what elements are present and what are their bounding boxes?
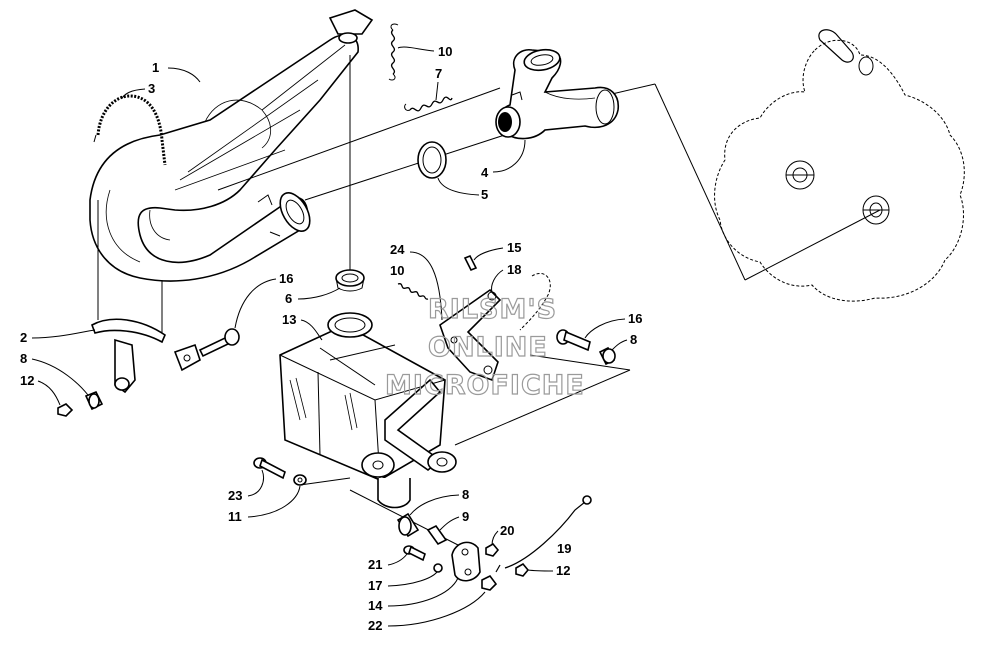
callout-24: 24 <box>390 242 443 321</box>
svg-text:11: 11 <box>228 509 242 524</box>
svg-text:10: 10 <box>390 263 404 278</box>
callout-5: 5 <box>437 177 488 202</box>
callout-6: 6 <box>285 287 341 306</box>
svg-text:24: 24 <box>390 242 405 257</box>
svg-text:MICROFICHE: MICROFICHE <box>385 370 585 401</box>
watermark: RILSM'S ONLINE MICROFICHE <box>384 293 585 401</box>
washer-17-part <box>433 563 443 573</box>
callout-12-right: 12 <box>527 563 570 578</box>
svg-text:8: 8 <box>462 487 469 502</box>
bolt-15-part <box>463 254 478 272</box>
callout-17: 17 <box>368 571 438 593</box>
callout-10-lower: 10 <box>390 263 404 278</box>
svg-text:15: 15 <box>507 240 521 255</box>
callout-16-left: 16 <box>234 271 293 329</box>
svg-text:23: 23 <box>228 488 242 503</box>
engine-port-upper <box>785 160 815 190</box>
callout-13: 13 <box>282 312 323 341</box>
svg-text:12: 12 <box>556 563 570 578</box>
washer-11-part <box>293 474 307 486</box>
svg-text:2: 2 <box>20 330 27 345</box>
nut-22-part <box>481 574 498 591</box>
callout-4: 4 <box>481 139 526 180</box>
callout-15: 15 <box>473 240 521 261</box>
svg-text:8: 8 <box>20 351 27 366</box>
svg-text:14: 14 <box>368 598 383 613</box>
svg-text:ONLINE: ONLINE <box>428 332 548 363</box>
callout-23: 23 <box>228 469 264 503</box>
callout-11: 11 <box>228 485 301 524</box>
svg-text:6: 6 <box>285 291 292 306</box>
svg-text:13: 13 <box>282 312 296 327</box>
svg-text:10: 10 <box>438 44 452 59</box>
svg-text:4: 4 <box>481 165 489 180</box>
svg-text:RILSM'S: RILSM'S <box>428 294 557 325</box>
svg-text:9: 9 <box>462 509 469 524</box>
plate-14-part <box>451 541 481 582</box>
bolt-right-part <box>556 329 591 352</box>
svg-text:12: 12 <box>20 373 34 388</box>
mount-bracket-left-part <box>91 318 201 394</box>
svg-text:16: 16 <box>279 271 293 286</box>
svg-text:16: 16 <box>628 311 642 326</box>
spring-middle-part <box>404 96 453 112</box>
svg-text:5: 5 <box>481 187 488 202</box>
callout-19: 19 <box>557 541 571 556</box>
svg-text:18: 18 <box>507 262 521 277</box>
engine-port-lower <box>862 195 890 225</box>
svg-text:21: 21 <box>368 557 382 572</box>
spring-wrap-part <box>93 94 167 166</box>
cable-19-part <box>495 495 592 573</box>
callout-1: 1 <box>152 60 201 83</box>
svg-text:7: 7 <box>435 66 442 81</box>
bolt-21-part <box>403 545 426 562</box>
svg-text:3: 3 <box>148 81 155 96</box>
svg-text:8: 8 <box>630 332 637 347</box>
callout-9: 9 <box>439 509 469 531</box>
callout-7: 7 <box>435 66 442 101</box>
nut-12-right-part <box>515 562 530 577</box>
callout-8-lower: 8 <box>409 487 469 516</box>
callout-21: 21 <box>368 553 408 572</box>
callout-18: 18 <box>491 262 521 293</box>
spring-lower-part <box>397 283 429 300</box>
callout-10-upper: 10 <box>397 44 452 59</box>
callout-22: 22 <box>368 591 486 633</box>
callout-14: 14 <box>368 577 459 613</box>
callout-20: 20 <box>491 523 514 546</box>
grommet-part <box>335 269 365 292</box>
svg-text:1: 1 <box>152 60 159 75</box>
nut-left-part <box>57 403 74 417</box>
callout-2: 2 <box>20 329 96 345</box>
exhaust-manifold-part <box>495 48 620 140</box>
svg-text:22: 22 <box>368 618 382 633</box>
svg-text:17: 17 <box>368 578 382 593</box>
nut-20-part <box>485 542 500 557</box>
engine-outline <box>714 29 965 302</box>
spring-upper-part <box>388 23 399 81</box>
callout-8-right: 8 <box>611 332 637 351</box>
callout-3: 3 <box>121 81 155 99</box>
callout-16-right: 16 <box>584 311 642 339</box>
muffler-part <box>279 312 457 509</box>
gasket-ring-part <box>417 141 447 179</box>
bolt-23-part <box>253 457 286 480</box>
svg-text:19: 19 <box>557 541 571 556</box>
callout-8-left: 8 <box>20 351 89 396</box>
expansion-chamber-part <box>89 9 374 282</box>
spacer-9-part <box>426 524 448 546</box>
callout-12-left: 12 <box>20 373 61 406</box>
bushing-right-part <box>598 346 616 366</box>
svg-text:20: 20 <box>500 523 514 538</box>
bolt-left-part <box>198 328 240 358</box>
bushing-lower-part <box>396 512 420 538</box>
bushing-left-part <box>84 390 104 411</box>
